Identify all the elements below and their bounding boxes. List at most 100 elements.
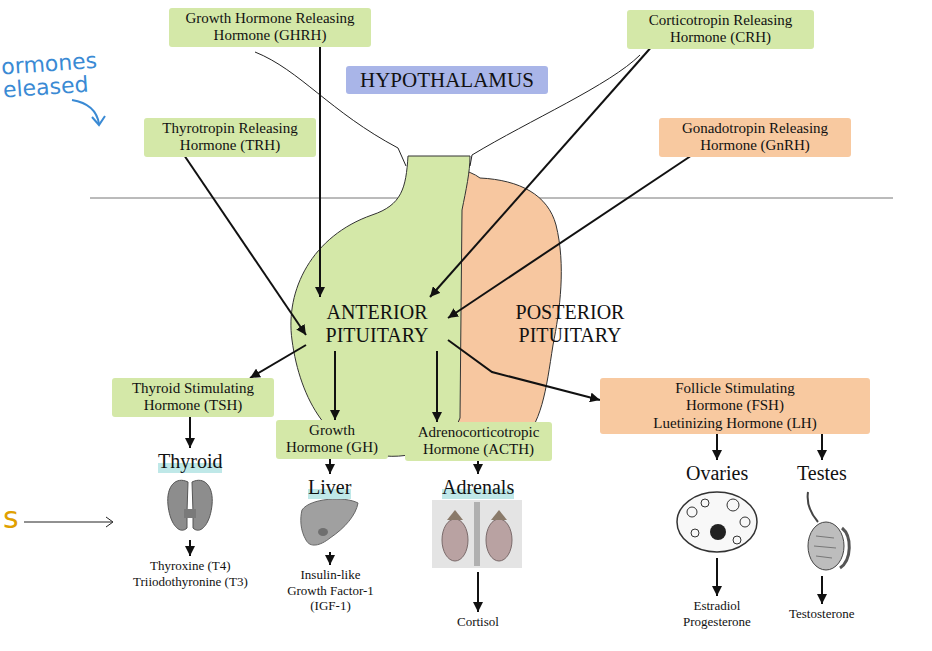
ovary-outline xyxy=(677,492,757,552)
arrow-connector xyxy=(189,540,191,556)
liver-picture xyxy=(301,499,358,545)
testis xyxy=(808,522,844,570)
node-text: ANTERIOR PITUITARY xyxy=(312,301,442,347)
corpus-luteum xyxy=(710,524,726,540)
arrow-connector xyxy=(477,461,479,475)
gland-lobe: POSTERIOR PITUITARY xyxy=(494,297,646,351)
node-text: Follicle Stimulating Hormone (FSH) xyxy=(665,380,805,415)
releasing-hormone-box: Growth Hormone Releasing Hormone (GHRH) xyxy=(169,8,371,47)
arrow-connector xyxy=(329,552,331,565)
node-text: Gonadotropin Releasing Hormone (GnRH) xyxy=(665,120,845,155)
organ-node: Thyroid xyxy=(152,448,228,540)
node-text: Testes xyxy=(797,462,847,485)
follicle xyxy=(701,499,709,507)
thyroid-lobe xyxy=(168,480,188,530)
product-text: Cortisol xyxy=(451,612,505,632)
node-text: Triiodothyronine (T3) xyxy=(133,574,248,590)
product-text: Testosterone xyxy=(783,604,861,624)
thyroid-lobe xyxy=(192,480,212,530)
hormone-box: Growth Hormone (GH) xyxy=(276,420,388,459)
picture-ground xyxy=(432,500,522,568)
thyroid-isthmus xyxy=(184,509,196,518)
pointer-arrowhead xyxy=(106,517,113,527)
arrow-connector xyxy=(185,157,306,336)
adrenals-picture xyxy=(432,500,522,568)
node-text: Corticotropin Releasing Hormone (CRH) xyxy=(633,12,808,47)
aorta xyxy=(474,502,480,566)
organ-node: Adrenals xyxy=(436,474,520,572)
node-text: Luetinizing Hormone (LH) xyxy=(615,415,855,432)
hormone-box: Follicle Stimulating Hormone (FSH)Luetin… xyxy=(600,378,870,434)
gallbladder xyxy=(318,528,328,536)
node-text: HYPOTHALAMUS xyxy=(360,68,534,92)
hormone-box: Adrenocorticotropic Hormone (ACTH) xyxy=(405,422,552,461)
node-text: Adrenocorticotropic Hormone (ACTH) xyxy=(411,424,546,459)
hypothalamus-outline xyxy=(255,52,406,166)
arrow-connector xyxy=(329,459,331,475)
arrow-connector xyxy=(334,351,336,420)
organ-name: Thyroid xyxy=(158,450,222,473)
node-text: Growth Hormone Releasing Hormone (GHRH) xyxy=(175,10,365,45)
testes-picture xyxy=(808,492,850,570)
node-text: POSTERIOR PITUITARY xyxy=(500,301,640,347)
liver-shape xyxy=(301,499,358,545)
follicle xyxy=(687,507,697,517)
arrow-connector xyxy=(448,157,690,319)
pointer-line xyxy=(24,522,112,523)
product-text: Thyroxine (T4)Triiodothyronine (T3) xyxy=(127,556,254,591)
arrow-connector xyxy=(448,340,600,400)
handwritten-note: s xyxy=(3,502,19,534)
arrow-connector xyxy=(250,345,306,378)
arrow-connector xyxy=(319,47,321,298)
releasing-hormone-box: Corticotropin Releasing Hormone (CRH) xyxy=(627,10,814,49)
region-label-box: HYPOTHALAMUS xyxy=(346,66,548,94)
arrow-connector xyxy=(189,417,191,449)
adrenal-gland xyxy=(491,510,507,520)
node-text: Testosterone xyxy=(789,606,855,622)
follicle xyxy=(691,529,699,537)
adrenal-gland xyxy=(447,510,463,520)
arrow-connector xyxy=(821,576,823,604)
arrow-connector xyxy=(477,572,479,612)
kidney xyxy=(442,519,468,561)
follicle xyxy=(740,517,750,527)
product-text: EstradiolProgesterone xyxy=(677,596,757,631)
handwritten-note: ormones eleased xyxy=(1,49,104,102)
arrow-connector xyxy=(436,351,438,422)
releasing-hormone-box: Gonadotropin Releasing Hormone (GnRH) xyxy=(659,118,851,157)
arrow-connector xyxy=(430,49,650,298)
epididymis xyxy=(840,528,849,568)
node-text: Progesterone xyxy=(683,614,751,630)
testis-lobules xyxy=(814,536,836,558)
product-text: Insulin-like Growth Factor-1 (IGF-1) xyxy=(277,565,384,616)
follicle xyxy=(727,499,739,511)
vas-deferens xyxy=(808,492,818,522)
arrow-connector xyxy=(716,434,718,460)
anterior-pituitary-lobe xyxy=(291,156,470,456)
kidney xyxy=(486,519,512,561)
node-text: Thyroid Stimulating Hormone (TSH) xyxy=(118,380,268,415)
hypothalamus-outline xyxy=(470,55,640,166)
organ-name: Liver xyxy=(308,476,351,499)
gland-lobe: ANTERIOR PITUITARY xyxy=(306,297,448,351)
thyroid-picture xyxy=(168,480,213,530)
node-text: Ovaries xyxy=(686,462,748,485)
organ-node: Testes xyxy=(791,460,853,576)
node-text: Cortisol xyxy=(457,614,499,630)
handwritten-arrowhead xyxy=(92,116,105,125)
follicle xyxy=(733,536,741,544)
arrow-connector xyxy=(821,434,823,460)
node-text: Growth Hormone (GH) xyxy=(282,422,382,457)
hormone-box: Thyroid Stimulating Hormone (TSH) xyxy=(112,378,274,417)
releasing-hormone-box: Thyrotropin Releasing Hormone (TRH) xyxy=(144,118,316,157)
organ-node: Liver xyxy=(302,474,357,552)
node-text: Thyrotropin Releasing Hormone (TRH) xyxy=(150,120,310,155)
node-text: Thyroxine (T4) xyxy=(133,558,248,574)
node-text: Insulin-like Growth Factor-1 (IGF-1) xyxy=(283,567,378,614)
organ-name: Adrenals xyxy=(442,476,514,499)
ovary-picture xyxy=(677,492,757,552)
